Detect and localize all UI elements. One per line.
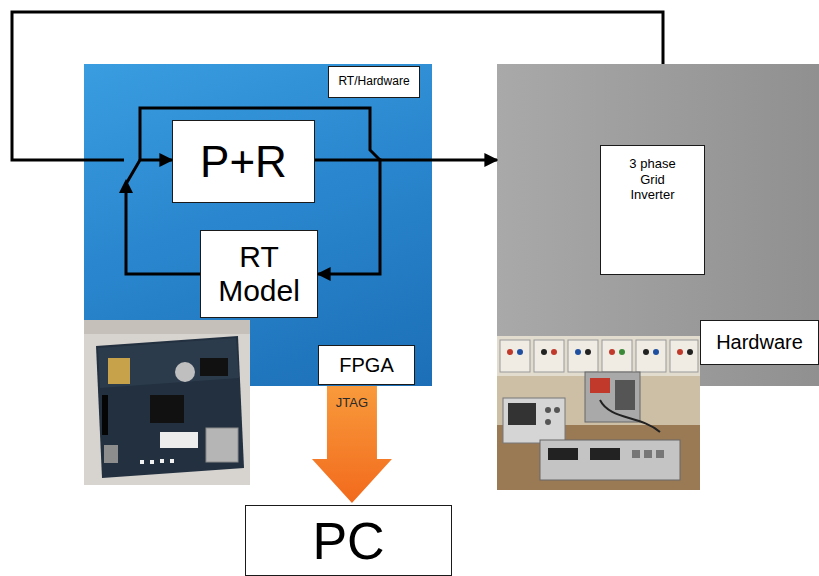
led [140,460,144,464]
edge-label: JTAG [334,396,370,411]
hardware-panel: Hardware 3 phase Grid Inverter [497,64,819,386]
label-holder: FPGA [318,345,415,385]
connector [126,160,200,274]
pc-box: PC [245,505,452,576]
bench-top [497,425,700,490]
led [150,460,154,464]
switch-wiring [84,108,432,160]
board-component [175,362,195,382]
photo-ground [84,320,250,334]
wall-module [670,340,698,372]
photo-ground [497,336,700,490]
lab-bench-photo [497,336,700,490]
panel-label: Hardware [700,320,819,365]
model-box: RT Model [200,230,318,318]
connector [432,159,497,162]
box-text: RT Model [209,240,309,309]
knob [545,407,551,413]
circuit-board [96,336,244,478]
usb-jack [104,445,118,463]
label-holder: Hardware [700,320,819,365]
signal-wire [84,159,124,162]
circuit-board [98,338,239,388]
oscilloscope [503,398,565,443]
wall-panel [497,336,700,376]
scope-screen [508,403,536,425]
socket [517,349,523,355]
button [632,450,640,458]
photo-ground [84,320,250,485]
fpga-board-photo [84,320,250,485]
knob [545,419,551,425]
panel-label: FPGA [318,345,415,385]
led [170,459,174,463]
socket [541,349,547,355]
board-component [200,358,228,376]
led [160,459,164,463]
button [656,450,664,458]
label-holder: JTAG [334,396,370,411]
socket [677,349,683,355]
socket [687,349,693,355]
knob [554,407,560,413]
socket [507,349,513,355]
ethernet-jack [206,428,238,462]
board-component [160,432,198,448]
heatsink [615,380,635,410]
socket [643,349,649,355]
signal-wire [380,159,432,162]
supply-display [548,448,578,460]
socket [551,349,557,355]
board-component [108,358,130,384]
wall-module [636,340,666,372]
inverter-rack [585,372,640,422]
socket [619,349,625,355]
socket [575,349,581,355]
controller-box: P+R [172,120,315,203]
cable [600,400,660,432]
connector [12,12,663,160]
switch-arrowhead [119,179,133,193]
supply-display [590,448,620,460]
inverter-box: 3 phase Grid Inverter [600,145,705,275]
wall-module [568,340,598,372]
box-text: P+R [200,140,287,184]
board-chip [150,395,184,423]
box-text: 3 phase Grid Inverter [623,156,683,203]
button [644,450,652,458]
socket [653,349,659,355]
wall-module [500,340,530,372]
block-arrow [312,386,392,503]
socket [585,349,591,355]
socket [609,349,615,355]
wall-module [602,340,632,372]
power-supply [540,440,680,480]
bypass-wire [140,108,380,160]
wall-module [534,340,564,372]
connector [315,160,380,274]
pin-header [102,395,108,435]
mode-label-box: RT/Hardware [328,66,420,98]
circuit-board [590,378,610,393]
box-text: RT/Hardware [338,75,409,89]
box-text: PC [312,515,384,567]
fpga-panel: FPGA RT/HardwareP+R RT Model [84,64,432,386]
